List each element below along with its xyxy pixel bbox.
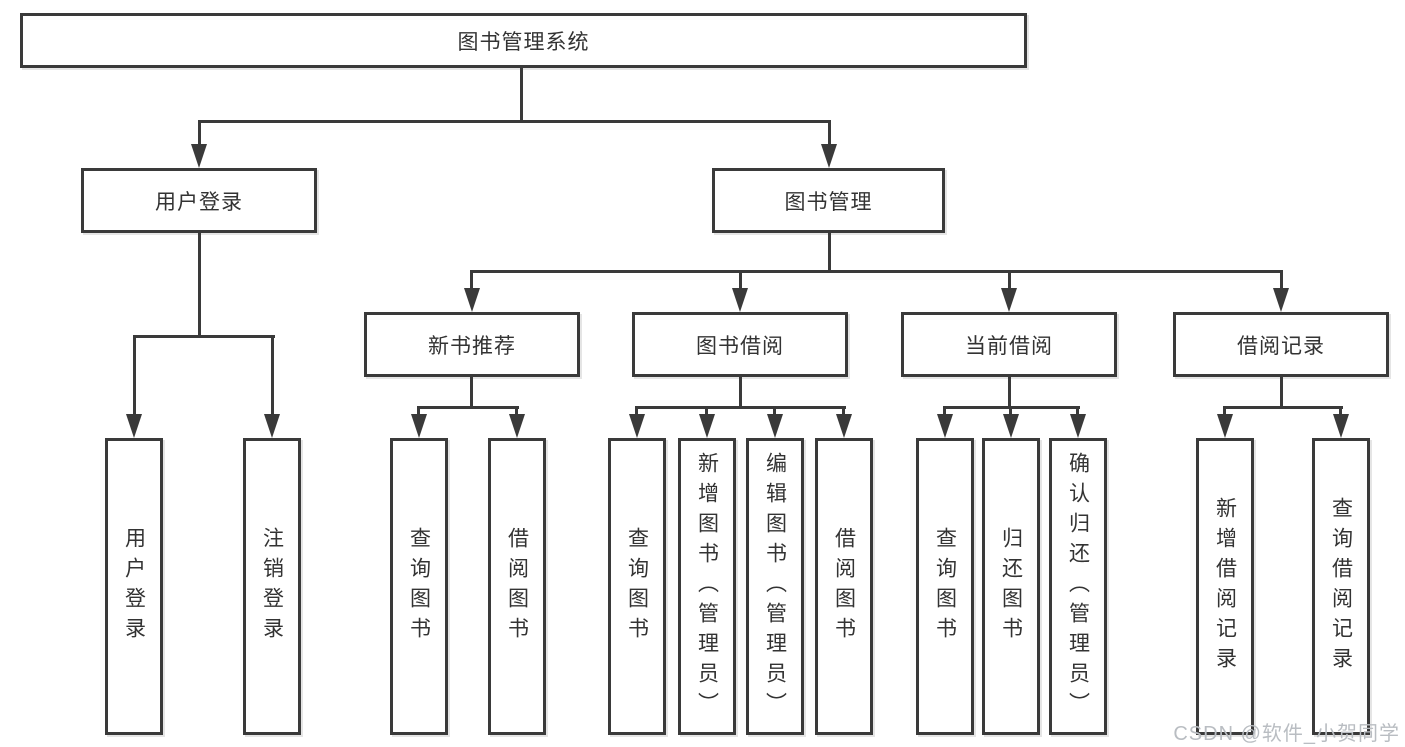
connector-records-branch bbox=[1223, 406, 1343, 409]
arrowhead-recommend bbox=[464, 288, 480, 312]
leaf-borrow-add-book-admin-label: 新增图书（管理员） bbox=[695, 451, 719, 722]
leaf-records-query-record: 查询借阅记录 bbox=[1312, 438, 1370, 735]
node-current-borrow: 当前借阅 bbox=[901, 312, 1117, 377]
leaf-recommend-query-book-label: 查询图书 bbox=[407, 526, 431, 647]
leaf-current-return-book: 归还图书 bbox=[982, 438, 1040, 735]
connector-drop-login-leaf1 bbox=[133, 335, 136, 415]
leaf-borrow-borrow-book-label: 借阅图书 bbox=[832, 526, 856, 647]
arrowhead-records-leaf1 bbox=[1217, 414, 1233, 438]
leaf-recommend-borrow-book-label: 借阅图书 bbox=[505, 526, 529, 647]
leaf-records-add-record-label: 新增借阅记录 bbox=[1213, 496, 1237, 677]
connector-drop-records bbox=[1280, 270, 1283, 290]
arrowhead-current-leaf1 bbox=[937, 414, 953, 438]
connector-drop-records-leaf2 bbox=[1339, 406, 1342, 416]
connector-drop-borrow-leaf3 bbox=[773, 406, 776, 416]
node-new-book-recommend: 新书推荐 bbox=[364, 312, 580, 377]
arrowhead-borrow-leaf3 bbox=[767, 414, 783, 438]
arrowhead-recommend-leaf1 bbox=[411, 414, 427, 438]
arrowhead-borrow-leaf4 bbox=[836, 414, 852, 438]
node-book-borrow: 图书借阅 bbox=[632, 312, 848, 377]
connector-records-trunk bbox=[1280, 377, 1283, 408]
leaf-logout: 注销登录 bbox=[243, 438, 301, 735]
connector-drop-management bbox=[828, 120, 831, 146]
connector-drop-login-leaf2 bbox=[271, 335, 274, 415]
node-user-login: 用户登录 bbox=[81, 168, 317, 233]
connector-drop-borrow-leaf1 bbox=[635, 406, 638, 416]
leaf-current-query-book-label: 查询图书 bbox=[933, 526, 957, 647]
leaf-borrow-add-book-admin: 新增图书（管理员） bbox=[678, 438, 736, 735]
connector-recommend-trunk bbox=[470, 377, 473, 408]
node-root: 图书管理系统 bbox=[20, 13, 1027, 68]
arrowhead-current-leaf2 bbox=[1003, 414, 1019, 438]
connector-drop-current-leaf3 bbox=[1076, 406, 1079, 416]
connector-drop-current bbox=[1008, 270, 1011, 290]
connector-management-trunk bbox=[828, 232, 831, 272]
arrowhead-borrow-leaf1 bbox=[629, 414, 645, 438]
arrowhead-login-leaf2 bbox=[264, 414, 280, 438]
arrowhead-recommend-leaf2 bbox=[509, 414, 525, 438]
leaf-current-confirm-return-admin: 确认归还（管理员） bbox=[1049, 438, 1107, 735]
node-user-login-label: 用户登录 bbox=[155, 190, 243, 214]
arrowhead-borrow-leaf2 bbox=[699, 414, 715, 438]
connector-drop-login bbox=[198, 120, 201, 146]
connector-drop-recommend-leaf1 bbox=[417, 406, 420, 416]
connector-level3-branch bbox=[470, 270, 1283, 273]
connector-level2-branch bbox=[198, 120, 831, 123]
leaf-current-return-book-label: 归还图书 bbox=[999, 526, 1023, 647]
connector-drop-current-leaf1 bbox=[943, 406, 946, 416]
node-new-book-recommend-label: 新书推荐 bbox=[428, 334, 516, 358]
leaf-user-login: 用户登录 bbox=[105, 438, 163, 735]
leaf-recommend-borrow-book: 借阅图书 bbox=[488, 438, 546, 735]
connector-drop-recommend bbox=[470, 270, 473, 290]
node-book-management-label: 图书管理 bbox=[784, 190, 873, 214]
arrowhead-login bbox=[191, 144, 207, 168]
connector-drop-borrow-leaf4 bbox=[842, 406, 845, 416]
arrowhead-current bbox=[1001, 288, 1017, 312]
connector-login-trunk bbox=[198, 233, 201, 337]
connector-drop-current-leaf2 bbox=[1009, 406, 1012, 416]
leaf-borrow-edit-book-admin-label: 编辑图书（管理员） bbox=[763, 451, 787, 722]
node-current-borrow-label: 当前借阅 bbox=[965, 334, 1053, 358]
arrowhead-records-leaf2 bbox=[1333, 414, 1349, 438]
connector-recommend-branch bbox=[417, 406, 519, 409]
leaf-borrow-edit-book-admin: 编辑图书（管理员） bbox=[746, 438, 804, 735]
leaf-logout-label: 注销登录 bbox=[260, 526, 284, 647]
node-borrow-records: 借阅记录 bbox=[1173, 312, 1389, 377]
node-root-label: 图书管理系统 bbox=[457, 30, 590, 54]
leaf-records-add-record: 新增借阅记录 bbox=[1196, 438, 1254, 735]
arrowhead-login-leaf1 bbox=[126, 414, 142, 438]
arrowhead-management bbox=[821, 144, 837, 168]
connector-drop-recommend-leaf2 bbox=[515, 406, 518, 416]
arrowhead-records bbox=[1273, 288, 1289, 312]
connector-root-trunk bbox=[520, 67, 523, 122]
node-book-borrow-label: 图书借阅 bbox=[696, 334, 784, 358]
node-book-management: 图书管理 bbox=[712, 168, 945, 233]
arrowhead-borrow bbox=[732, 288, 748, 312]
leaf-user-login-label: 用户登录 bbox=[122, 526, 146, 647]
leaf-borrow-query-book-label: 查询图书 bbox=[625, 526, 649, 647]
csdn-watermark: CSDN @软件_小贺同学 bbox=[1173, 723, 1400, 745]
leaf-records-query-record-label: 查询借阅记录 bbox=[1329, 496, 1353, 677]
node-borrow-records-label: 借阅记录 bbox=[1237, 334, 1325, 358]
leaf-borrow-borrow-book: 借阅图书 bbox=[815, 438, 873, 735]
leaf-borrow-query-book: 查询图书 bbox=[608, 438, 666, 735]
leaf-current-query-book: 查询图书 bbox=[916, 438, 974, 735]
leaf-current-confirm-return-admin-label: 确认归还（管理员） bbox=[1066, 451, 1090, 722]
connector-drop-records-leaf1 bbox=[1223, 406, 1226, 416]
arrowhead-current-leaf3 bbox=[1070, 414, 1086, 438]
connector-login-branch bbox=[133, 335, 275, 338]
connector-drop-borrow-leaf2 bbox=[705, 406, 708, 416]
connector-borrow-branch bbox=[635, 406, 846, 409]
connector-drop-borrow bbox=[739, 270, 742, 290]
leaf-recommend-query-book: 查询图书 bbox=[390, 438, 448, 735]
connector-borrow-trunk bbox=[739, 377, 742, 408]
connector-current-trunk bbox=[1008, 377, 1011, 408]
